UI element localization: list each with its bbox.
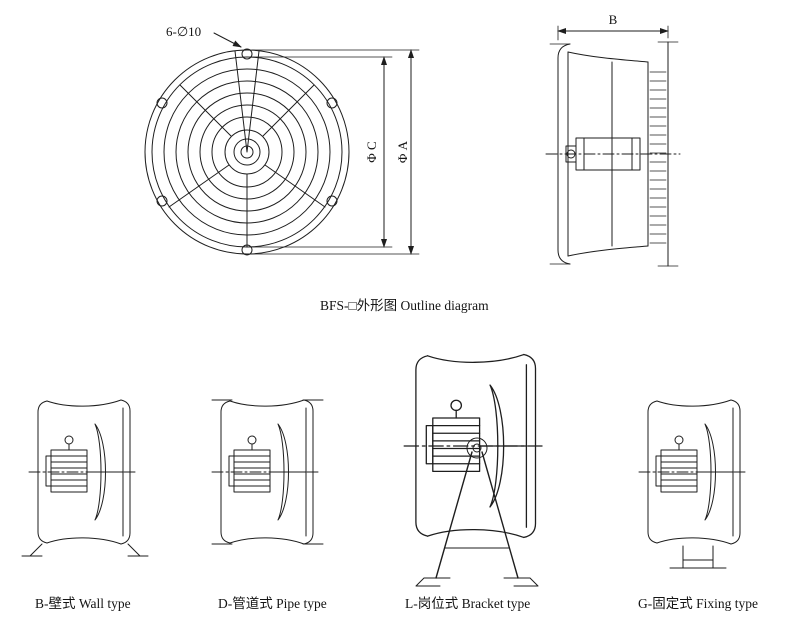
- impeller-blade-ticks: [649, 71, 667, 244]
- guard-sector: [234, 50, 260, 153]
- extension-lines: [251, 49, 420, 255]
- guard-spokes: [168, 84, 326, 248]
- bracket-legs: [435, 451, 519, 579]
- fan-front-view: [144, 32, 420, 256]
- pipe-flanges: [211, 399, 324, 545]
- type-label-bracket: L-岗位式 Bracket type: [405, 596, 530, 611]
- bolt-note-label: 6-∅10: [166, 24, 201, 39]
- bracket-feet: [415, 577, 539, 587]
- dim-label-phi-a: Φ A: [395, 140, 410, 163]
- type-label-wall: B-壁式 Wall type: [35, 596, 131, 611]
- mount-type-g-fixing: [638, 399, 748, 569]
- wall-feet: [21, 543, 149, 557]
- b-extension-lines: [557, 25, 669, 41]
- type-label-fixing: G-固定式 Fixing type: [638, 596, 758, 611]
- fixing-bracket: [669, 545, 727, 569]
- dim-label-b: B: [609, 12, 618, 27]
- bolt-note-leader: [213, 32, 242, 48]
- bolt-holes: [156, 48, 338, 256]
- mount-type-b-wall: [21, 399, 149, 557]
- mount-type-l-bracket: [403, 353, 546, 587]
- outline-caption: BFS-□外形图 Outline diagram: [320, 298, 489, 313]
- type-label-pipe: D-管道式 Pipe type: [218, 596, 327, 611]
- dim-label-phi-c: Φ C: [364, 141, 379, 162]
- mount-type-d-pipe: [211, 399, 324, 545]
- fan-side-view: [545, 25, 681, 267]
